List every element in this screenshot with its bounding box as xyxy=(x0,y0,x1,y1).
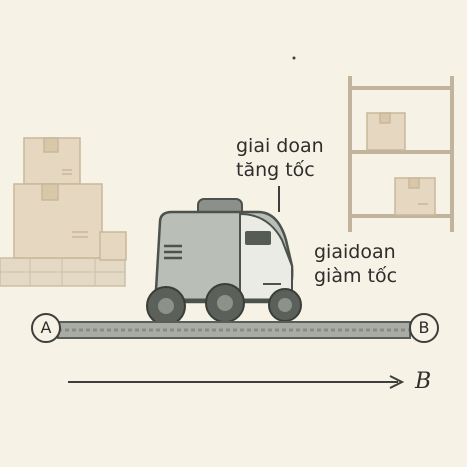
delivery-robot-icon xyxy=(146,198,302,326)
deceleration-phase-label: giaidoan giàm tốc xyxy=(314,240,397,288)
arrow-end-label: B xyxy=(415,369,432,394)
speck xyxy=(292,56,296,60)
direction-arrow-icon xyxy=(68,375,405,389)
track xyxy=(57,321,411,339)
warehouse-shelf-icon xyxy=(348,76,454,232)
acceleration-phase-label: giai doan tăng tốc xyxy=(236,134,324,182)
cardboard-box-icon xyxy=(23,137,81,185)
deceleration-label-line1: giaidoan xyxy=(314,241,396,263)
acceleration-label-line2: tăng tốc xyxy=(236,159,315,181)
back-shelf-ledge xyxy=(0,257,126,287)
point-b-node: B xyxy=(409,313,439,343)
acceleration-label-line1: giai doan xyxy=(236,135,324,157)
deceleration-label-line2: giàm tốc xyxy=(314,265,398,287)
point-a-node: A xyxy=(31,313,61,343)
cardboard-box-icon xyxy=(366,112,406,151)
cardboard-box-icon xyxy=(13,183,103,259)
cardboard-box-icon xyxy=(394,177,436,216)
cardboard-box-icon xyxy=(99,231,127,261)
